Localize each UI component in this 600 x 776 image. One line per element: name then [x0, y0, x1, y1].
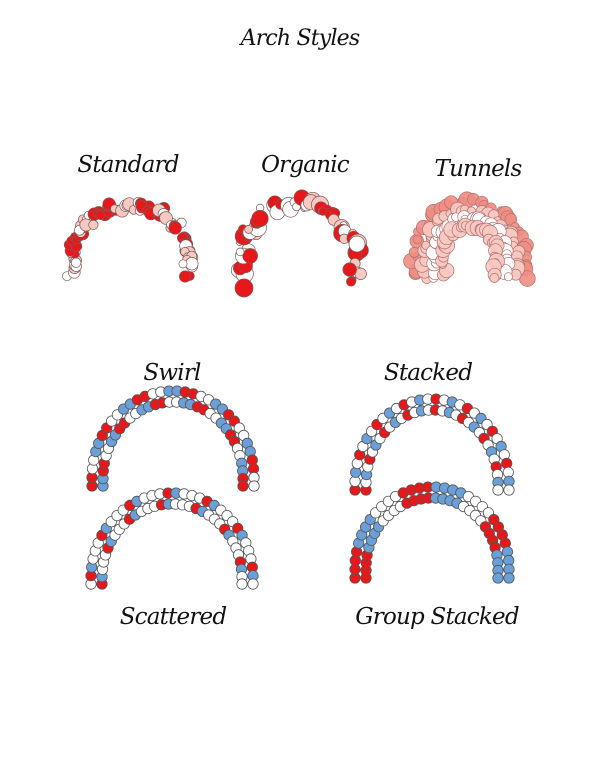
balloon [237, 480, 249, 492]
balloon [492, 484, 504, 496]
balloon [503, 484, 515, 496]
label-standard: Standard [77, 152, 179, 178]
balloon [235, 247, 245, 257]
balloon [342, 262, 357, 277]
balloon [247, 578, 259, 590]
balloon [168, 221, 182, 235]
label-tunnels: Tunnels [434, 156, 523, 182]
balloon [489, 273, 500, 283]
label-organic: Organic [261, 152, 350, 178]
balloon [234, 278, 254, 298]
balloon [503, 572, 515, 584]
balloon [178, 259, 188, 269]
balloon [492, 572, 504, 584]
page-title: Arch Styles [240, 26, 361, 51]
balloon [346, 276, 356, 287]
balloon [348, 235, 366, 253]
label-scattered: Scattered [119, 604, 227, 630]
balloon [236, 578, 248, 590]
label-stacked: Stacked [383, 360, 473, 386]
balloon [248, 480, 260, 492]
balloon [503, 272, 513, 282]
label-group-stacked: Group Stacked [355, 604, 519, 630]
balloon [244, 225, 253, 234]
balloon [251, 210, 269, 228]
balloon [179, 270, 192, 283]
label-swirl: Swirl [143, 360, 201, 386]
balloon [242, 248, 258, 264]
